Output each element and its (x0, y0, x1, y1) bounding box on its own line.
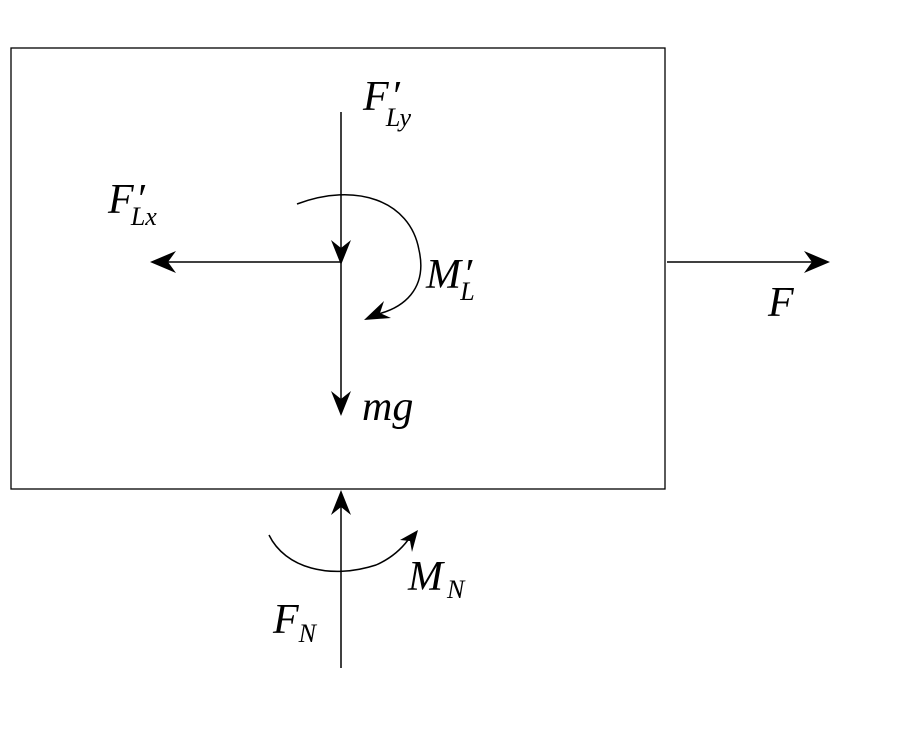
force-f-lx-arrow (150, 251, 341, 273)
label-f-ly-sub: Ly (385, 103, 412, 132)
label-f-n-sub: N (298, 619, 318, 648)
body-rectangle (10, 47, 666, 490)
label-f: F (767, 280, 794, 326)
label-f-lx: F′Lx (107, 177, 157, 231)
moment-m-l-arrow (296, 194, 422, 320)
label-m-n-sub: N (446, 575, 466, 604)
label-f-ly-prime: ′ (391, 74, 401, 120)
label-m-l-prime: ′ (463, 252, 473, 298)
label-f-lx-sub: Lx (130, 202, 157, 231)
force-f-ly-arrow (331, 112, 351, 265)
label-m-l: M′L (425, 252, 475, 306)
label-f-ly-main: F (362, 74, 389, 120)
moment-m-n-arrow (268, 530, 418, 573)
label-m-l-main: M (425, 252, 463, 298)
label-f-lx-main: F (107, 177, 134, 223)
force-mg-arrow (331, 262, 351, 416)
label-f-ly: F′Ly (362, 74, 412, 132)
label-f-lx-prime: ′ (136, 177, 146, 223)
label-m-n-main: M (407, 554, 445, 600)
force-f-n-arrow (331, 490, 351, 668)
label-m-l-sub: L (459, 277, 474, 306)
label-f-n: FN (272, 597, 318, 648)
label-mg: mg (362, 384, 413, 430)
force-f-arrow (667, 251, 830, 273)
label-f-n-main: F (272, 597, 299, 643)
